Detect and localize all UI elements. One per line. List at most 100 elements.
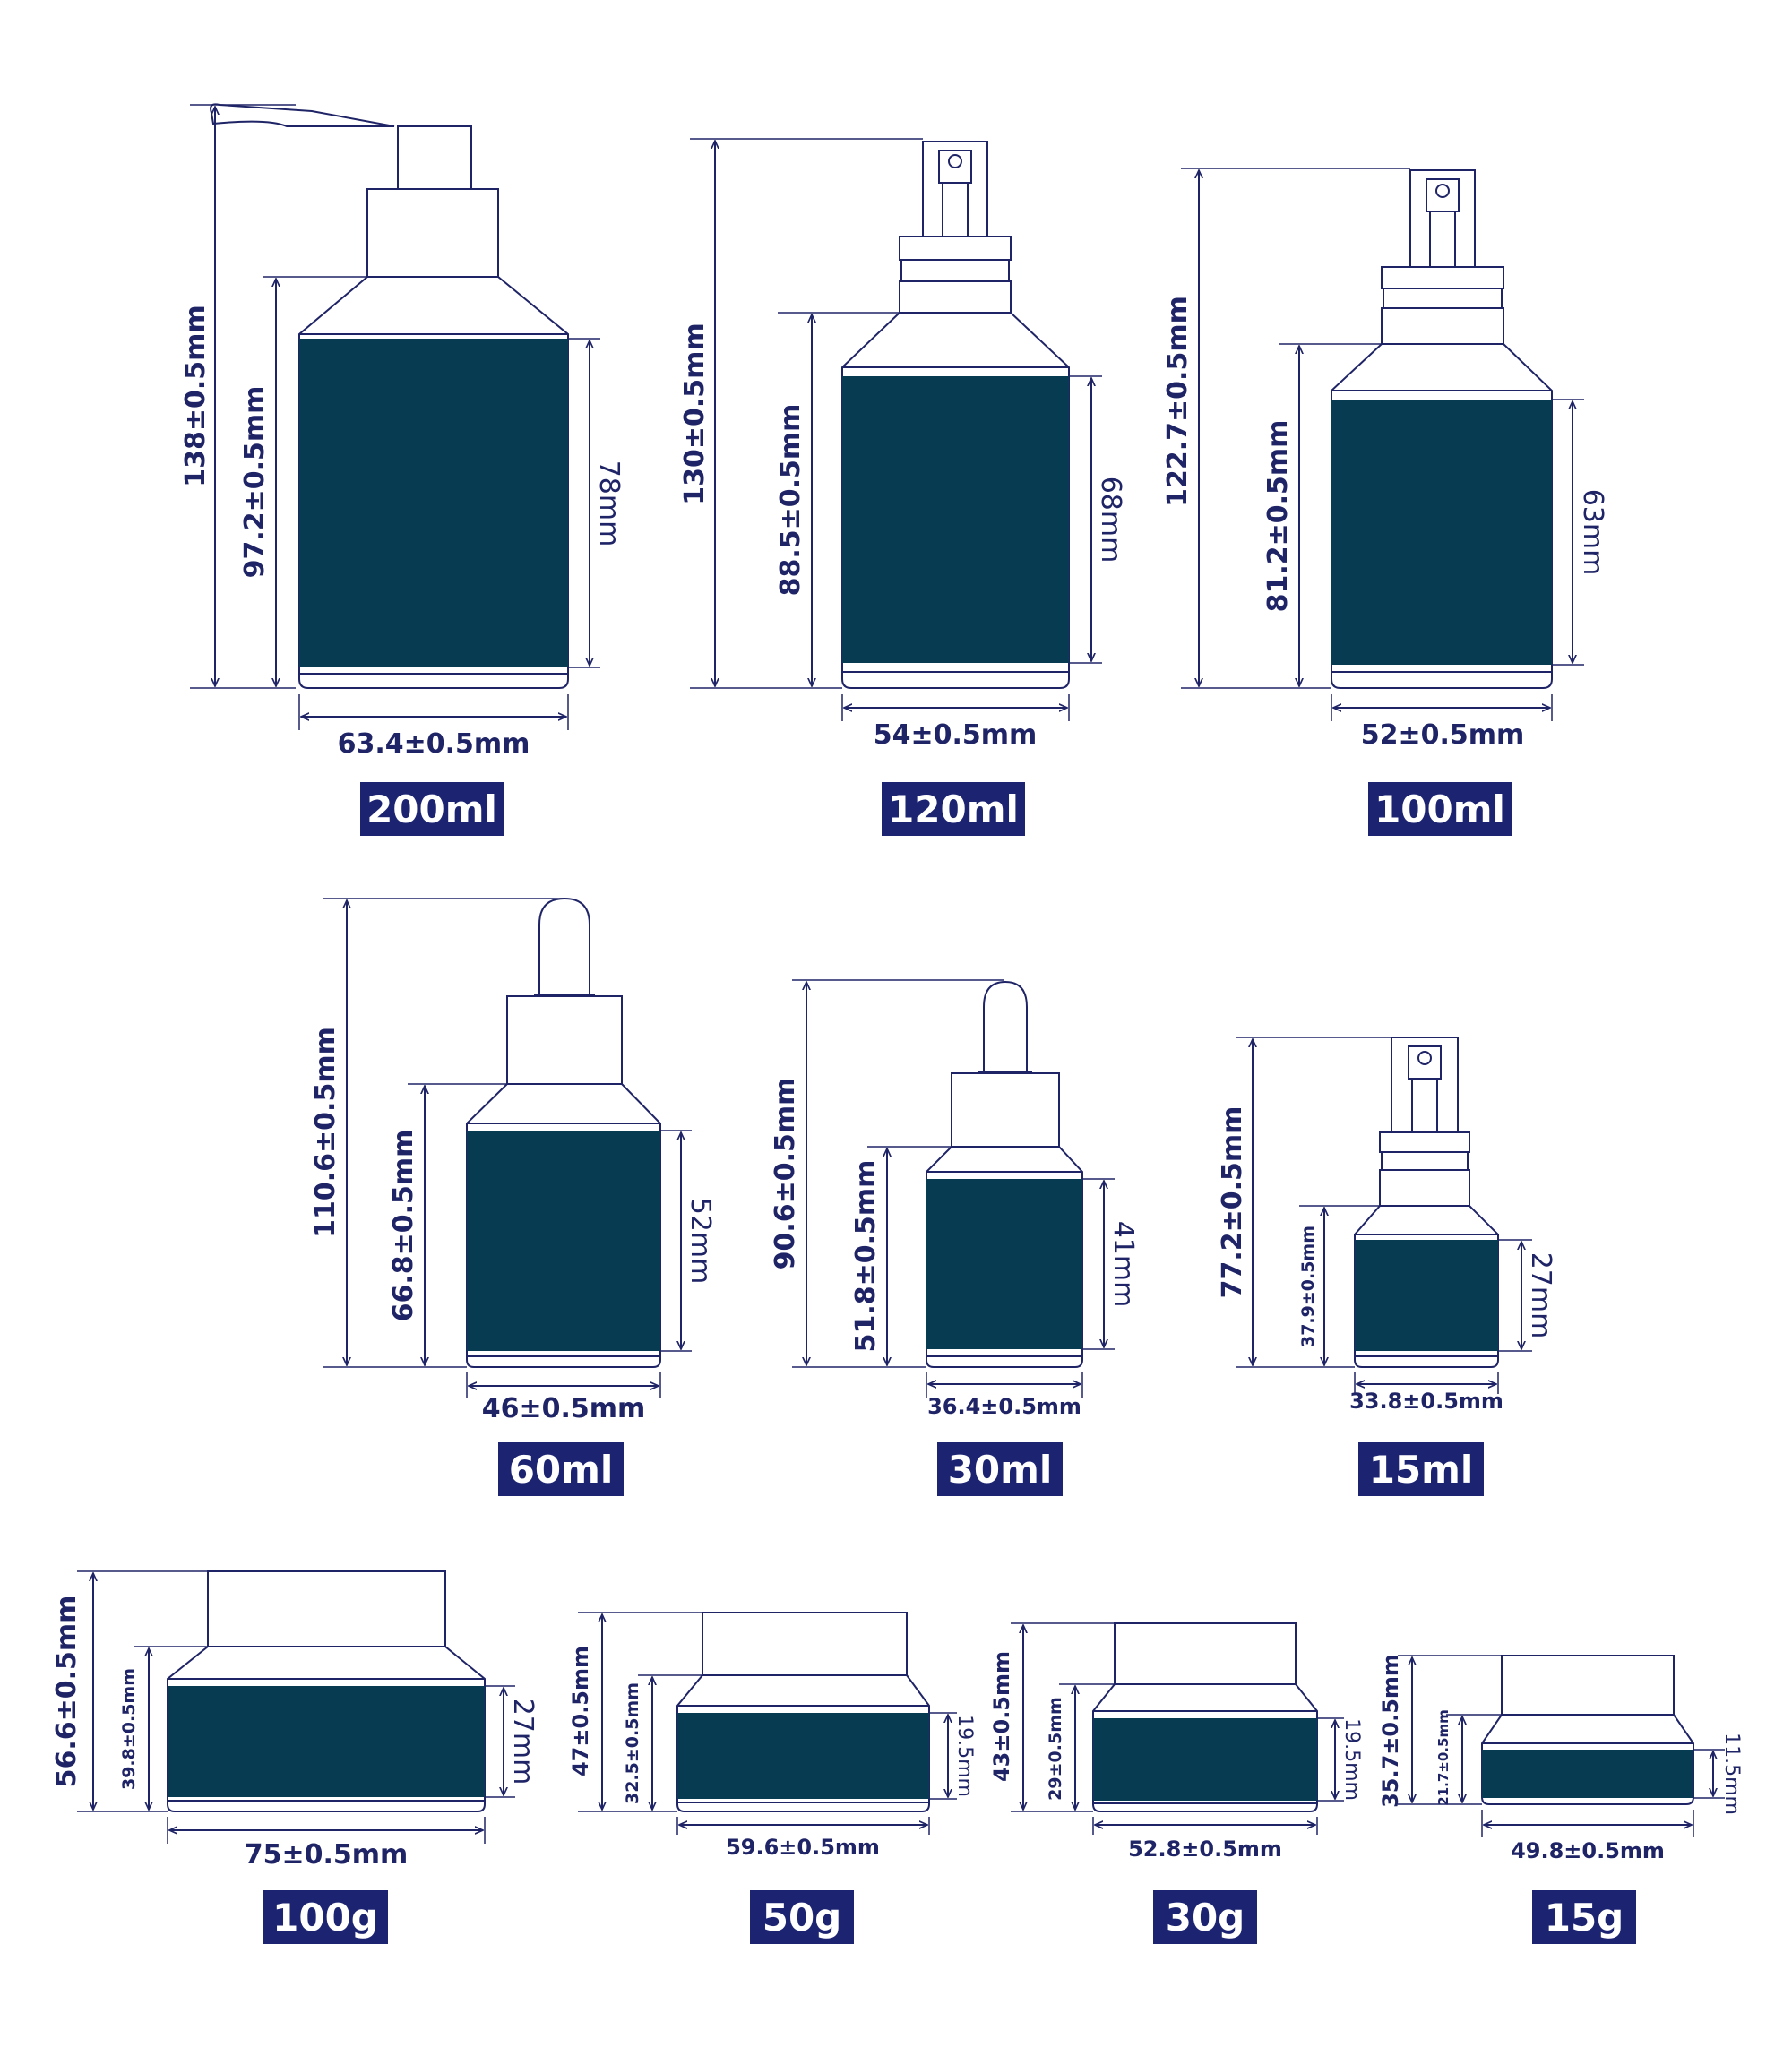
capacity-label-120ml: 120ml	[888, 787, 1019, 831]
sprayer-actuator	[1408, 1045, 1442, 1080]
dim-body-height-120ml: 88.5±0.5mm	[775, 404, 806, 597]
label-panel	[168, 1686, 485, 1797]
dim-total-height-30g: 43±0.5mm	[989, 1651, 1014, 1782]
bottle-120ml	[690, 138, 1102, 721]
bottle-60ml	[323, 897, 692, 1398]
dim-diameter-100g: 75±0.5mm	[245, 1839, 409, 1871]
capacity-label-50g: 50g	[762, 1896, 842, 1940]
capacity-badge-200ml: 200ml	[360, 782, 504, 836]
dim-diameter-30g: 52.8±0.5mm	[1128, 1837, 1282, 1862]
dim-label-height-200ml: 78mm	[593, 460, 625, 547]
dim-label-height-30g: 19.5mm	[1340, 1718, 1363, 1801]
dim-lines	[578, 1612, 957, 1835]
dim-diameter-50g: 59.6±0.5mm	[726, 1835, 880, 1860]
capacity-badge-50g: 50g	[750, 1890, 854, 1944]
capacity-label-30g: 30g	[1166, 1896, 1245, 1940]
capacity-badge-30ml: 30ml	[937, 1442, 1063, 1496]
threaded-neck	[1381, 266, 1504, 345]
bottle-body	[298, 276, 569, 689]
bottle-body	[1354, 1205, 1499, 1368]
spray-nozzle	[948, 154, 962, 168]
label-panel	[467, 1131, 660, 1351]
dim-diameter-200ml: 63.4±0.5mm	[338, 728, 530, 760]
jar-15g	[1398, 1655, 1725, 1837]
dim-body-height-30g: 29±0.5mm	[1046, 1697, 1065, 1801]
capacity-badge-60ml: 60ml	[498, 1442, 624, 1496]
dim-lines	[323, 898, 692, 1398]
jar-30g	[1011, 1622, 1344, 1835]
dim-label-height-100ml: 63mm	[1577, 489, 1608, 576]
dim-total-height-15g: 35.7±0.5mm	[1378, 1654, 1403, 1808]
dropper-collar	[506, 995, 623, 1085]
capacity-badge-15ml: 15ml	[1358, 1442, 1484, 1496]
dropper-bulb	[983, 980, 1028, 1071]
dim-total-height-200ml: 138±0.5mm	[180, 305, 211, 486]
capacity-badge-100ml: 100ml	[1368, 782, 1512, 836]
label-panel	[1331, 400, 1552, 665]
capacity-label-15ml: 15ml	[1369, 1448, 1474, 1492]
jar-50g	[578, 1612, 957, 1835]
dim-label-height-50g: 19.5mm	[953, 1715, 976, 1797]
spray-nozzle	[1435, 184, 1450, 198]
label-panel	[1093, 1718, 1317, 1801]
dim-label-height-60ml: 52mm	[685, 1198, 716, 1285]
sprayer-actuator	[1426, 178, 1460, 212]
dim-label-height-30ml: 41mm	[1107, 1221, 1139, 1308]
threaded-neck	[1379, 1131, 1470, 1207]
pump-stem	[397, 125, 472, 190]
dim-total-height-50g: 47±0.5mm	[568, 1646, 593, 1776]
bottle-body	[1331, 343, 1553, 689]
jar-body	[676, 1674, 930, 1812]
bottle-30ml	[792, 979, 1115, 1398]
capacity-label-30ml: 30ml	[948, 1448, 1053, 1492]
dim-label-height-15ml: 27mm	[1525, 1252, 1556, 1339]
dim-total-height-60ml: 110.6±0.5mm	[310, 1027, 341, 1238]
label-panel	[1482, 1750, 1693, 1798]
dim-diameter-60ml: 46±0.5mm	[482, 1393, 646, 1424]
dim-total-height-100ml: 122.7±0.5mm	[1162, 296, 1193, 507]
dim-total-height-100g: 56.6±0.5mm	[51, 1596, 82, 1788]
capacity-badge-100g: 100g	[263, 1890, 388, 1944]
dim-label-height-100g: 27mm	[507, 1699, 538, 1785]
jar-body	[1092, 1683, 1318, 1812]
dim-diameter-15g: 49.8±0.5mm	[1511, 1838, 1665, 1863]
dropper-bulb	[538, 897, 590, 994]
sprayer-actuator	[938, 150, 972, 184]
dim-lines	[690, 138, 1102, 721]
label-panel	[926, 1179, 1082, 1349]
dim-body-height-60ml: 66.8±0.5mm	[388, 1130, 419, 1322]
label-panel	[842, 376, 1069, 663]
jar-lid	[1501, 1655, 1675, 1716]
jar-100g	[77, 1570, 515, 1844]
dim-body-height-50g: 32.5±0.5mm	[623, 1682, 642, 1804]
bottle-body	[926, 1146, 1083, 1368]
dim-diameter-30ml: 36.4±0.5mm	[927, 1394, 1081, 1419]
pump-collar	[366, 188, 499, 278]
dim-lines	[792, 979, 1115, 1398]
dim-lines	[1398, 1655, 1725, 1837]
label-panel	[677, 1713, 929, 1799]
dropper-collar	[951, 1072, 1060, 1148]
capacity-badge-120ml: 120ml	[882, 782, 1025, 836]
bottle-body	[466, 1083, 661, 1368]
jar-body	[167, 1646, 486, 1812]
jar-lid	[1114, 1622, 1297, 1685]
capacity-label-15g: 15g	[1545, 1896, 1624, 1940]
capacity-label-100g: 100g	[272, 1896, 378, 1940]
dim-lines	[1181, 168, 1584, 721]
bottle-200ml	[190, 103, 600, 730]
label-panel	[299, 339, 568, 667]
jar-lid	[702, 1612, 908, 1676]
capacity-badge-15g: 15g	[1532, 1890, 1636, 1944]
label-panel	[1355, 1240, 1498, 1351]
pump-head	[210, 103, 395, 127]
dim-body-height-100ml: 81.2±0.5mm	[1262, 420, 1294, 613]
dim-label-height-120ml: 68mm	[1095, 477, 1126, 563]
spray-nozzle	[1417, 1051, 1432, 1065]
threaded-neck	[899, 236, 1012, 314]
dim-total-height-30ml: 90.6±0.5mm	[770, 1078, 801, 1270]
dim-lines	[1236, 1037, 1532, 1394]
dim-total-height-120ml: 130±0.5mm	[679, 323, 711, 504]
dim-lines	[1011, 1622, 1344, 1835]
